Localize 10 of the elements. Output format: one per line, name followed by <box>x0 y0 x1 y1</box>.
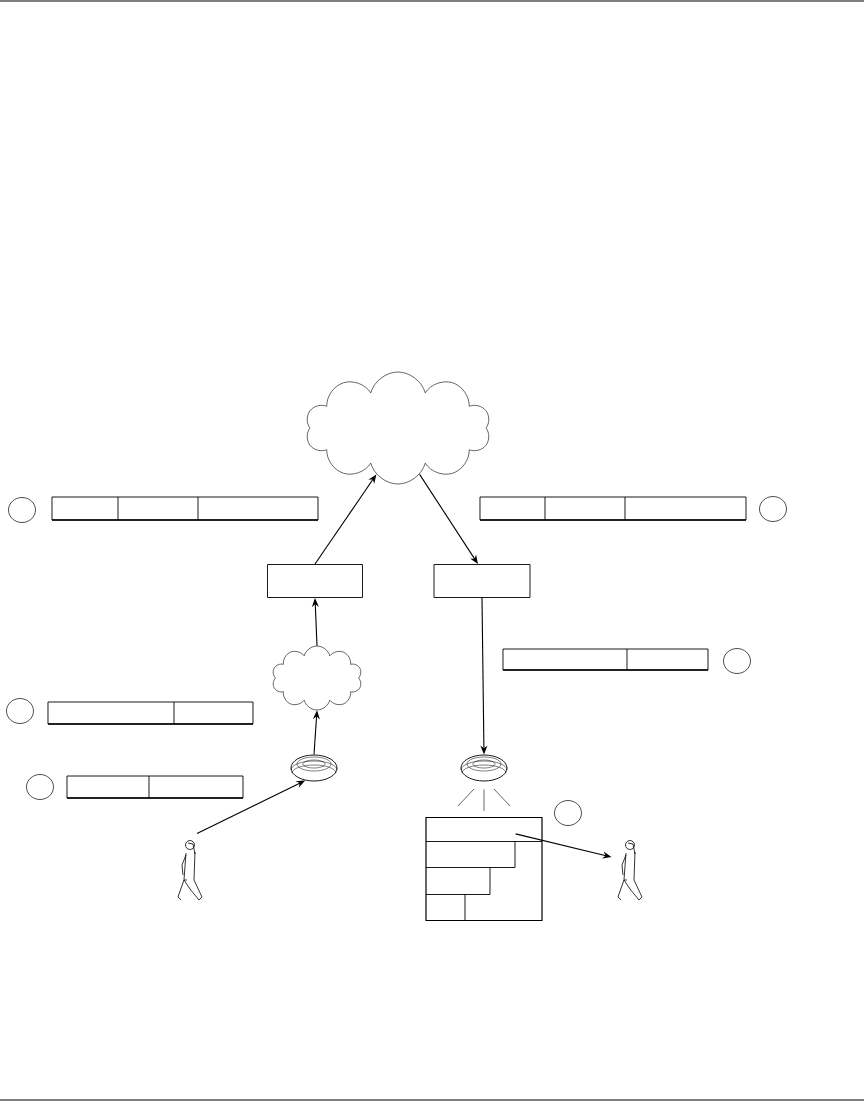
cloud <box>272 645 362 711</box>
person-figure <box>177 840 203 901</box>
table-box <box>425 816 543 922</box>
router-icon <box>460 754 508 782</box>
process-box <box>433 564 531 598</box>
person-figure <box>617 840 643 901</box>
router-icon <box>290 754 338 782</box>
connector-line <box>483 789 485 812</box>
cloud <box>306 371 490 485</box>
process-box <box>267 564 363 598</box>
